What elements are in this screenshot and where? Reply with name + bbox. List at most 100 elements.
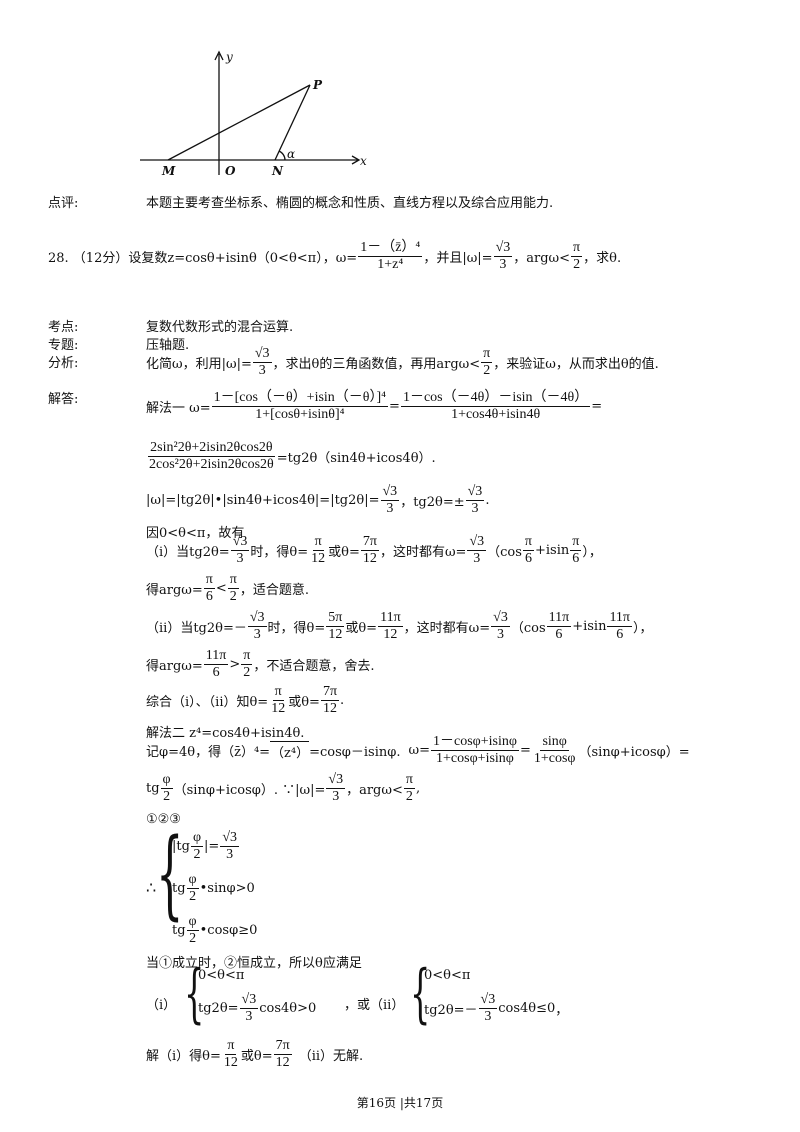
sys1-a: |tg	[172, 839, 190, 855]
l12-d3: 3	[332, 789, 340, 805]
l7-6: 6	[555, 627, 563, 643]
s2-2: 2	[189, 889, 197, 905]
l15-7pi: 7π	[273, 1038, 292, 1056]
l12-pi: π	[403, 772, 415, 790]
l9-7pi: 7π	[320, 684, 340, 702]
axis-x-label: x	[360, 154, 367, 168]
l12-2: 2	[163, 789, 171, 805]
line-MP	[167, 84, 311, 161]
l7-5pi: 5π	[326, 610, 345, 628]
sol-l2-num: 2sin²2θ+2isin2θcos2θ	[148, 440, 275, 458]
l7-12: 12	[328, 627, 343, 643]
fenxi-pi-over-2: π 2	[481, 346, 493, 379]
l5-pi: π	[312, 534, 324, 552]
therefore-symbol: ∴	[146, 878, 157, 897]
fenxi-a: 化简ω，利用|ω|=	[146, 357, 252, 373]
case1-row1: 0<θ<π	[198, 968, 245, 983]
q28-pi: π	[571, 240, 583, 258]
sol-l6-c: ，适合题意.	[239, 583, 309, 599]
sol-l3-a: |ω|=|tg2θ|•|sin4θ+icos4θ|=|tg2θ|=	[146, 493, 380, 509]
sol-l8-a: 得argω=	[146, 659, 203, 675]
sol-l6-lt: <	[215, 581, 227, 597]
sol-l12-b: （sinφ+icosφ）. ∵|ω|=	[173, 783, 326, 799]
sol-l3-frac1: √3 3	[380, 484, 400, 517]
sol-l11-a: 记φ=4θ，得（z̄）⁴=	[146, 745, 271, 761]
axis-y-label: y	[226, 50, 233, 64]
sol-line-2: 2sin²2θ+2isin2θcos2θ 2cos²2θ+2isin2θcos2…	[146, 440, 436, 473]
case2-row1: 0<θ<π	[424, 968, 471, 983]
zhuanti-label: 专题:	[48, 338, 79, 353]
sol-l3-sqrt3b: √3	[465, 484, 485, 502]
q28-den2: 2	[573, 257, 581, 273]
sol-l2-den: 2cos²2θ+2isin2θcos2θ	[149, 457, 274, 473]
kaodian-text: 复数代数形式的混合运算.	[146, 320, 294, 335]
q28-frac-num: 1－（z̄）⁴	[358, 240, 423, 258]
zhuanti-text: 压轴题.	[146, 338, 190, 353]
fenxi-sqrt3: √3	[252, 346, 272, 364]
fenxi-den3: 3	[258, 363, 266, 379]
c2-s3: √3	[478, 992, 498, 1010]
sys2-b: •sinφ>0	[199, 881, 255, 897]
sol-l3-end: .	[485, 493, 490, 509]
sol-l5-c: 或θ=	[328, 545, 360, 561]
l7-11pi6b: 11π	[607, 610, 633, 628]
sys1-b: |=	[204, 839, 220, 855]
y-axis-arrow	[214, 50, 224, 61]
s2-phi: φ	[186, 872, 199, 890]
sol-l3-sqrt3: √3	[380, 484, 400, 502]
sol-l11-conj: （z⁴）	[270, 740, 310, 761]
case1-b: tg2θ=	[198, 1001, 239, 1017]
sol-l1-den2: 1+cos4θ+isin4θ	[451, 407, 541, 423]
l7-d3b: 3	[497, 627, 504, 643]
l5-s3b: √3	[467, 534, 487, 552]
case2-c: cos4θ≤0	[498, 1001, 556, 1017]
sol-l1-pre: 解法一 ω=	[146, 401, 211, 417]
sys3-a: tg	[172, 923, 186, 939]
fenxi-label: 分析:	[48, 356, 79, 371]
sol-l7-a: （ii）当tg2θ=－	[146, 621, 247, 637]
angle-alpha-label: α	[287, 147, 296, 161]
sol-line-1: 解法一 ω= 1－[cos（－θ）+isin（－θ）]⁴ 1+[cosθ+isi…	[146, 390, 602, 423]
l7-11pi: 11π	[378, 610, 403, 628]
sol-l5-g: +isin	[534, 543, 570, 559]
left-brace-system: {	[156, 818, 184, 930]
l15-pi: π	[225, 1038, 237, 1056]
point-p-label: P	[313, 78, 323, 92]
l12-phi: φ	[160, 772, 173, 790]
sol-line-10: 解法二 z⁴=cos4θ+isin4θ.	[146, 726, 305, 741]
sol-l3-den3: 3	[386, 501, 394, 517]
sol-l6-a: 得argω=	[146, 583, 203, 599]
coordinate-figure	[140, 50, 361, 175]
l5-6: 6	[524, 551, 532, 567]
l5-pi6: π	[522, 534, 534, 552]
angle-arc	[278, 150, 286, 161]
q28-den3: 3	[499, 257, 507, 273]
l6-6: 6	[205, 589, 213, 605]
sys2-a: tg	[172, 881, 186, 897]
sol-l12-a: tg	[146, 781, 160, 797]
page-footer: 第16页 |共17页	[356, 1096, 444, 1110]
q28-mid2: ，argω<	[513, 251, 571, 267]
fenxi-text: 化简ω，利用|ω|= √3 3 ，求出θ的三角函数值，再用argω< π 2 ，…	[146, 346, 659, 379]
sol-l2-frac: 2sin²2θ+2isin2θcos2θ 2cos²2θ+2isin2θcos2…	[147, 440, 276, 473]
sol-l3-b: ，tg2θ=±	[400, 495, 465, 511]
